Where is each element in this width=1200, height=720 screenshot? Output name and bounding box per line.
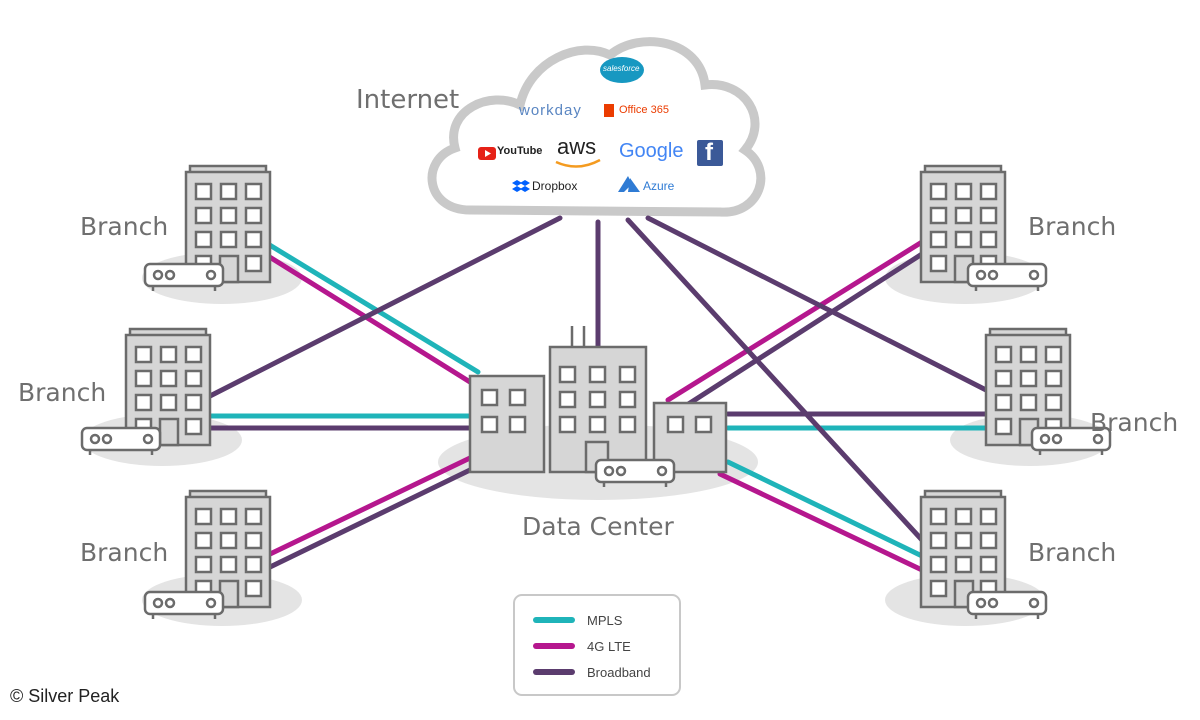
legend-swatch-lte <box>533 643 575 649</box>
office365-text: Office 365 <box>619 104 669 116</box>
lte-link <box>665 239 925 403</box>
workday-text: workday <box>519 102 582 119</box>
mpls-link <box>725 459 925 559</box>
legend: MPLS 4G LTE Broadband <box>513 594 681 696</box>
datacenter-label: Data Center <box>522 512 674 541</box>
branch-router <box>966 590 1048 621</box>
legend-swatch-broadband <box>533 669 575 675</box>
branch-router <box>80 426 162 457</box>
azure-icon <box>618 176 640 192</box>
legend-item-lte: 4G LTE <box>533 636 631 656</box>
legend-label-broadband: Broadband <box>587 664 651 680</box>
branch-label-middle-left: Branch <box>18 378 107 407</box>
legend-item-mpls: MPLS <box>533 610 622 630</box>
branch-label-middle-right: Branch <box>1090 408 1179 437</box>
branch-router <box>143 262 225 293</box>
lte-link <box>265 253 473 385</box>
dropbox-text: Dropbox <box>532 179 578 193</box>
lte-link <box>717 471 925 573</box>
legend-item-broadband: Broadband <box>533 662 651 682</box>
branch-router <box>966 262 1048 293</box>
google-text: Google <box>619 140 684 162</box>
copyright-credit: © Silver Peak <box>10 686 120 706</box>
dropbox-icon <box>512 180 530 192</box>
broadband-link <box>645 215 993 395</box>
branch-building-bottom-left <box>184 489 272 609</box>
datacenter-router <box>594 458 676 489</box>
office365-icon <box>604 104 614 117</box>
legend-label-lte: 4G LTE <box>587 638 631 654</box>
datacenter-building <box>468 326 728 474</box>
branch-label-bottom-left: Branch <box>80 538 169 567</box>
branch-building-bottom-right <box>919 489 1007 609</box>
branch-label-bottom-right: Branch <box>1028 538 1117 567</box>
broadband-link <box>673 251 925 415</box>
salesforce-text: salesforce <box>603 64 640 73</box>
facebook-icon <box>697 140 723 166</box>
branch-router <box>143 590 225 621</box>
mpls-link <box>265 241 481 375</box>
aws-text: aws <box>557 134 597 159</box>
broadband-link <box>207 215 563 399</box>
lte-link <box>265 455 473 558</box>
branch-label-top-left: Branch <box>80 212 169 241</box>
internet-label: Internet <box>356 85 460 115</box>
branch-label-top-right: Branch <box>1028 212 1117 241</box>
broadband-link <box>265 467 473 571</box>
internet-cloud <box>427 37 766 217</box>
aws-smile <box>555 158 601 168</box>
legend-label-mpls: MPLS <box>587 612 623 628</box>
azure-text: Azure <box>643 179 675 193</box>
youtube-text: YouTube <box>497 145 543 157</box>
broadband-link <box>625 217 925 543</box>
salesforce-logo <box>600 57 644 83</box>
facebook-text: f <box>705 139 713 166</box>
legend-swatch-mpls <box>533 617 575 623</box>
